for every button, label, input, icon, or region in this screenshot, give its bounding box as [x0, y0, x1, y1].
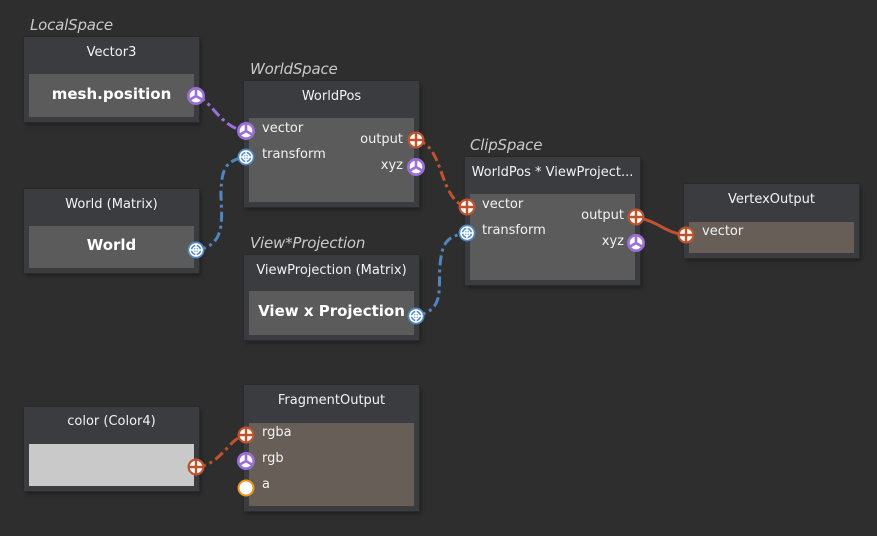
node-body — [249, 118, 414, 202]
node-title: FragmentOutput — [277, 393, 386, 408]
node-value: World — [86, 236, 137, 254]
output-label-output: output — [360, 132, 403, 147]
socket-vertexoutput-input-vector[interactable] — [676, 225, 696, 245]
node-view-projection-matrix[interactable]: ViewProjection (Matrix) View x Projectio… — [244, 255, 419, 340]
tri-spoke-icon — [407, 158, 425, 176]
input-label-transform: transform — [262, 147, 326, 162]
socket-vector3-output[interactable] — [186, 86, 206, 106]
node-clip-pos[interactable]: WorldPos * ViewProject... vector transfo… — [465, 157, 640, 285]
tri-spoke-icon — [627, 234, 645, 252]
group-label-clip-space: ClipSpace — [470, 136, 543, 154]
node-title: VertexOutput — [728, 192, 815, 207]
socket-worldpos-output[interactable] — [406, 130, 426, 150]
node-value: View x Projection — [258, 302, 405, 320]
input-label-vector: vector — [482, 197, 524, 212]
input-label-rgb: rgb — [262, 451, 284, 466]
output-label-output: output — [581, 208, 624, 223]
node-value-field[interactable]: mesh.position — [29, 74, 194, 117]
node-title: WorldPos * ViewProject... — [471, 165, 634, 180]
crosshair-globe-icon — [237, 148, 255, 166]
node-value: mesh.position — [51, 85, 172, 103]
node-color[interactable]: color (Color4) — [24, 407, 199, 491]
node-body — [249, 423, 414, 506]
socket-worldpos-output-xyz[interactable] — [406, 157, 426, 177]
cross-circle-icon — [237, 426, 255, 444]
cross-circle-icon — [627, 208, 645, 226]
socket-clip-output-xyz[interactable] — [626, 233, 646, 253]
node-title: Vector3 — [86, 45, 137, 60]
node-body — [470, 194, 635, 280]
group-label-local-space: LocalSpace — [30, 16, 113, 34]
node-world-pos[interactable]: WorldPos vector transform output xyz — [244, 81, 419, 207]
node-value-field[interactable]: World — [29, 226, 194, 268]
node-title: ViewProjection (Matrix) — [256, 263, 407, 278]
cross-circle-icon — [458, 198, 476, 216]
wire-viewprojection-to-clip-transform[interactable] — [415, 231, 468, 318]
tri-spoke-icon — [237, 452, 255, 470]
node-value-field[interactable]: View x Projection — [249, 291, 414, 335]
tri-spoke-icon — [237, 122, 255, 140]
socket-clip-input-vector[interactable] — [457, 197, 477, 217]
node-vector3[interactable]: Vector3 mesh.position — [24, 37, 199, 122]
color-swatch[interactable] — [29, 444, 194, 486]
socket-fragment-input-rgb[interactable] — [236, 451, 256, 471]
node-fragment-output[interactable]: FragmentOutput rgba rgb a — [244, 385, 419, 511]
input-label-rgba: rgba — [262, 425, 292, 440]
node-title: World (Matrix) — [65, 197, 158, 212]
cross-circle-icon — [677, 226, 695, 244]
socket-world-output[interactable] — [186, 240, 206, 260]
cross-circle-icon — [407, 131, 425, 149]
cross-circle-icon — [187, 458, 205, 476]
wire-worldpos-output-to-clip-vector[interactable] — [415, 138, 468, 209]
node-world-matrix[interactable]: World (Matrix) World — [24, 189, 199, 273]
node-title: WorldPos — [301, 89, 362, 104]
input-label-vector: vector — [262, 121, 304, 136]
output-label-xyz: xyz — [601, 234, 624, 249]
group-label-world-space: WorldSpace — [250, 60, 338, 78]
socket-clip-output[interactable] — [626, 207, 646, 227]
solid-circle-icon — [237, 479, 255, 497]
group-label-view-projection: View*Projection — [250, 234, 366, 252]
node-title: color (Color4) — [67, 414, 156, 429]
crosshair-globe-icon — [407, 307, 425, 325]
crosshair-globe-icon — [458, 224, 476, 242]
input-label-vector: vector — [702, 224, 744, 239]
socket-worldpos-input-vector[interactable] — [236, 121, 256, 141]
socket-color-output[interactable] — [186, 457, 206, 477]
socket-fragment-input-a[interactable] — [236, 478, 256, 498]
input-label-transform: transform — [482, 223, 546, 238]
socket-view-projection-output[interactable] — [406, 306, 426, 326]
socket-clip-input-transform[interactable] — [457, 223, 477, 243]
node-vertex-output[interactable]: VertexOutput vector — [684, 184, 859, 258]
output-label-xyz: xyz — [380, 158, 403, 173]
tri-spoke-icon — [187, 87, 205, 105]
crosshair-globe-icon — [187, 241, 205, 259]
wire-world-to-worldpos-transform[interactable] — [195, 155, 247, 252]
socket-fragment-input-rgba[interactable] — [236, 425, 256, 445]
node-body — [689, 222, 854, 253]
socket-worldpos-input-transform[interactable] — [236, 147, 256, 167]
input-label-a: a — [262, 477, 270, 492]
